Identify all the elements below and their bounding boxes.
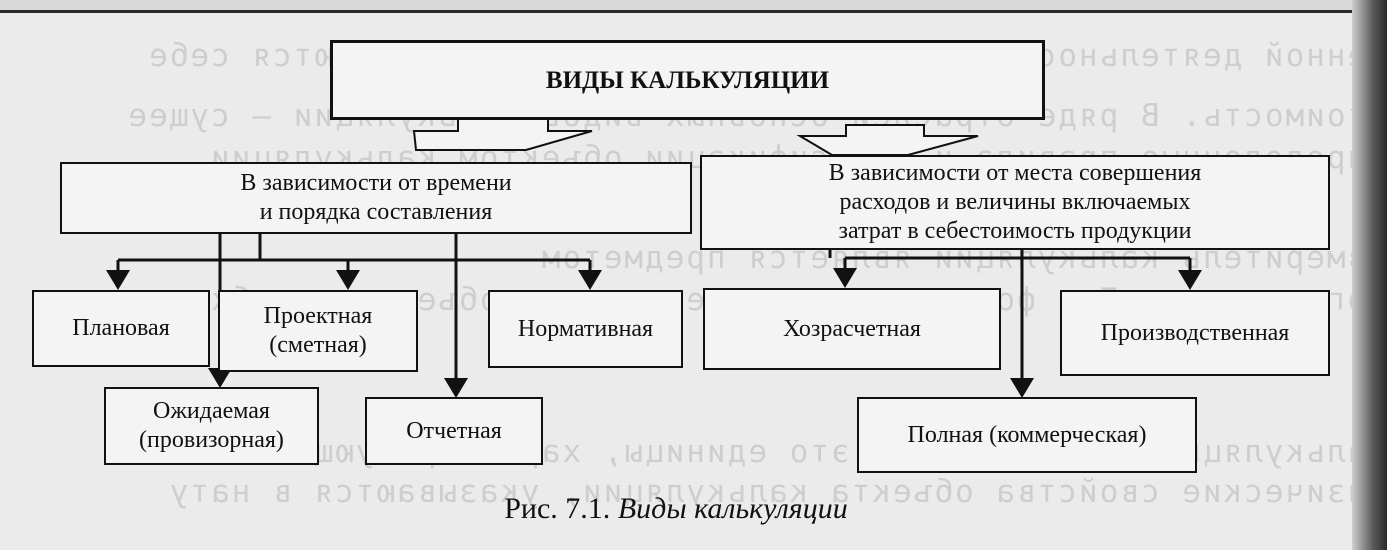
arrowhead [1010,378,1034,398]
type-planned-box: Плановая [32,290,210,367]
type-normative-label: Нормативная [517,315,654,342]
group-place-costs-box: В зависимости от места совершения расход… [700,155,1330,250]
type-selfsupporting-label: Хозрасчетная [783,315,921,342]
group-time-order-label: В зависимости от времени и порядка соста… [240,170,512,225]
type-expected-box: Ожидаемая (провизорная) [104,387,319,465]
type-full-box: Полная (коммерческая) [857,397,1197,473]
arrowhead [444,378,468,398]
diagram-title-box: ВИДЫ КАЛЬКУЛЯЦИИ [330,40,1045,120]
figure-caption: Рис. 7.1. Виды калькуляции [0,492,1352,526]
group-place-costs-label: В зависимости от места совершения расход… [828,160,1202,244]
type-expected-label: Ожидаемая (провизорная) [139,398,284,453]
book-spine-shadow [1352,0,1387,550]
type-reporting-box: Отчетная [365,397,543,465]
type-reporting-label: Отчетная [406,417,502,444]
type-planned-label: Плановая [72,315,170,341]
type-normative-box: Нормативная [488,290,683,368]
group-time-order-box: В зависимости от времени и порядка соста… [60,162,692,234]
type-full-label: Полная (коммерческая) [907,421,1147,448]
caption-title: Виды калькуляции [617,492,848,525]
type-selfsupporting-box: Хозрасчетная [703,288,1001,370]
arrowhead [833,268,857,288]
type-production-box: Производственная [1060,290,1330,376]
arrowhead [578,270,602,290]
diagram-title: ВИДЫ КАЛЬКУЛЯЦИИ [545,66,830,94]
arrowhead [106,270,130,290]
caption-prefix: Рис. 7.1. [504,492,611,525]
type-design-label: Проектная (сметная) [263,303,373,358]
arrowhead [336,270,360,290]
open-arrow-left [412,117,593,151]
arrowhead [1178,270,1202,290]
page-top-edge [0,0,1387,13]
arrowhead [208,368,232,388]
type-production-label: Производственная [1100,319,1290,346]
open-arrow-right [796,124,979,156]
type-design-box: Проектная (сметная) [218,290,418,372]
